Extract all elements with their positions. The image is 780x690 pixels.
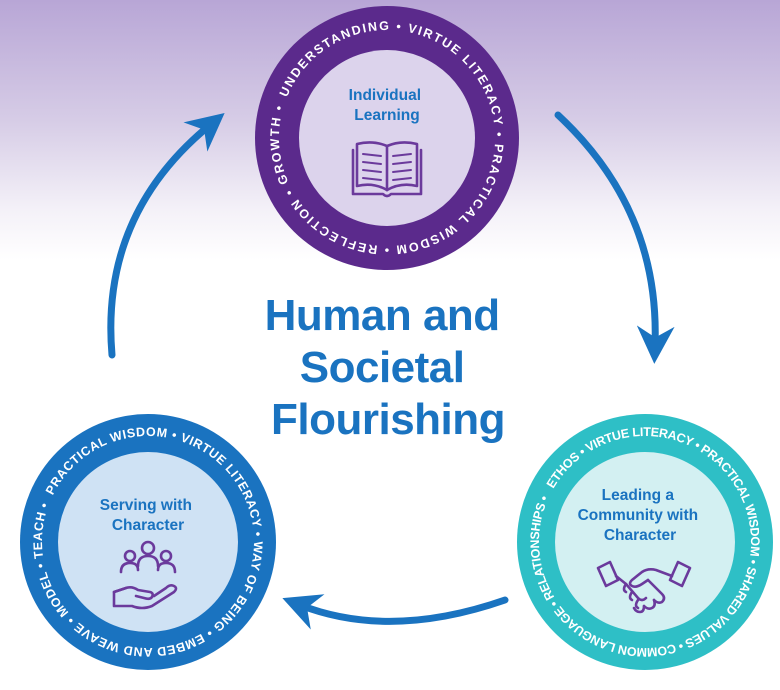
individual-title-line-2: Learning: [354, 107, 419, 124]
people-in-hand-icon: [112, 540, 178, 610]
center-title: Human and Societal Flourishing: [265, 291, 512, 444]
serving-circle: PRACTICAL WISDOM • VIRTUE LITERACY • WAY…: [0, 385, 305, 690]
community-title-line-3: Character: [604, 527, 676, 544]
teal-inner-circle: [555, 452, 735, 632]
individual-title-line-1: Individual: [349, 87, 421, 104]
individual-title: Individual Learning: [349, 87, 426, 124]
center-title-line-3: Flourishing: [271, 395, 505, 444]
community-title-line-2: Community with: [578, 507, 699, 524]
purple-inner-circle: [299, 50, 475, 226]
arrow-community-to-serving: [282, 594, 509, 630]
community-title-line-1: Leading a: [602, 487, 675, 504]
center-title-line-2: Societal: [300, 343, 465, 392]
arrow-individual-to-community: [554, 111, 675, 364]
handshake-icon: [596, 560, 692, 614]
community-circle: ETHOS • VIRTUE LITERACY • PRACTICAL WISD…: [485, 382, 780, 690]
arrow-serving-to-individual: [107, 113, 225, 359]
center-title-line-1: Human and: [265, 291, 500, 340]
serving-title: Serving with Character: [100, 497, 196, 534]
individual-learning-circle: UNDERSTANDING • VIRTUE LITERACY • PRACTI…: [232, 0, 542, 293]
serving-title-line-1: Serving with: [100, 497, 192, 514]
cycle-arrows: [107, 111, 675, 630]
serving-title-line-2: Character: [112, 517, 184, 534]
community-title: Leading a Community with Character: [578, 487, 703, 544]
open-book-icon: [351, 141, 423, 198]
